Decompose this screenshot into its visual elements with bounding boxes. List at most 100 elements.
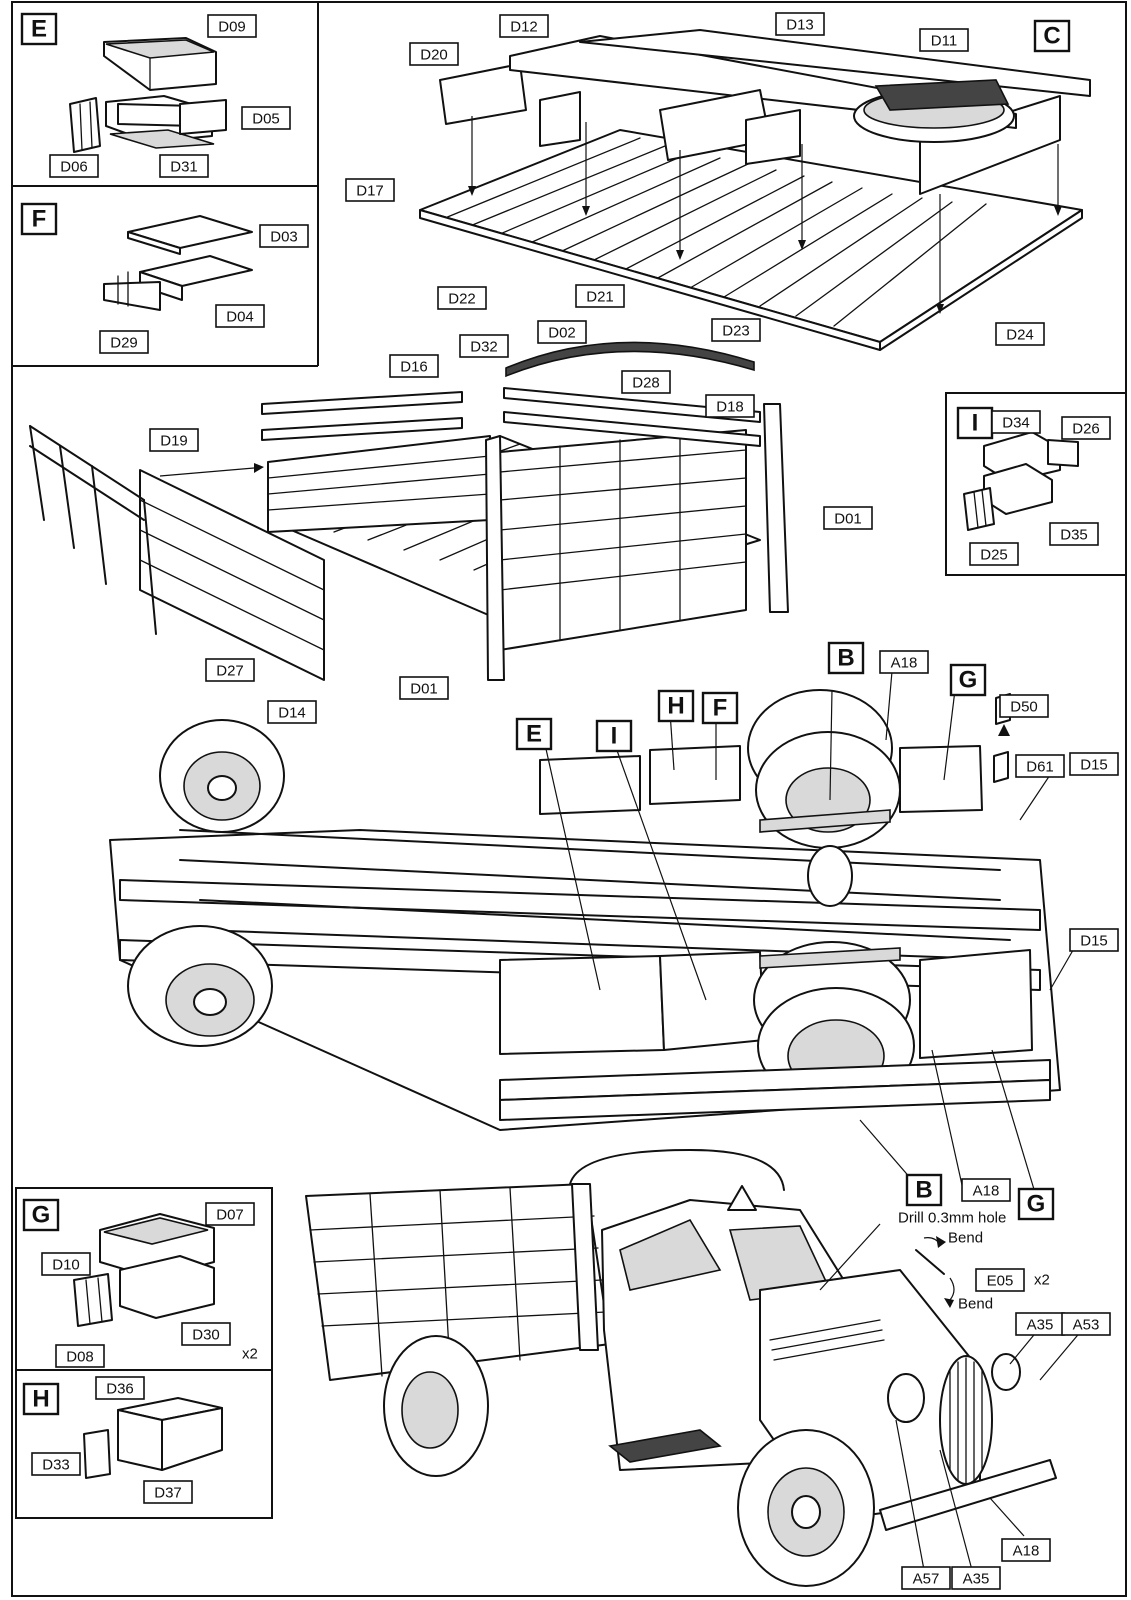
part-label-box — [459, 334, 509, 358]
part-label-box — [1061, 416, 1111, 440]
part-label-box — [711, 318, 761, 342]
part-label-box — [575, 284, 625, 308]
part-label: D13 — [786, 17, 814, 34]
step-letter-box — [827, 641, 865, 675]
step-letter-box — [701, 691, 739, 725]
part-label: E05 — [987, 1273, 1014, 1290]
part-label: D16 — [400, 359, 428, 376]
part-label-box — [41, 1252, 91, 1276]
step-letter: G — [1027, 1191, 1046, 1218]
step-letter: G — [959, 667, 978, 694]
part-label-box — [975, 1268, 1025, 1292]
part-label-box — [181, 1322, 231, 1346]
part-label-box — [345, 178, 395, 202]
part-label: D09 — [218, 19, 246, 36]
part-label-box — [149, 428, 199, 452]
part-label-box — [437, 286, 487, 310]
inset-f: F — [20, 202, 253, 311]
bed-floor-drawing — [419, 29, 1091, 351]
part-label-box — [919, 28, 969, 52]
part-label-box — [99, 330, 149, 354]
part-label: A57 — [913, 1571, 940, 1588]
part-label: A35 — [963, 1571, 990, 1588]
part-label: A53 — [1073, 1317, 1100, 1334]
step-letter-box — [515, 717, 553, 751]
part-label: D34 — [1002, 415, 1030, 432]
step-letter: B — [915, 1177, 932, 1204]
front-wheel-bottom — [127, 925, 273, 1047]
inset-i: I — [956, 406, 1079, 531]
part-label-box — [55, 1344, 105, 1368]
step-letter-box — [1017, 1187, 1055, 1221]
part-label: D03 — [270, 229, 298, 246]
part-label-box — [961, 1178, 1011, 1202]
part-label-box — [1001, 1538, 1051, 1562]
step-letter: H — [667, 693, 684, 720]
part-label-box — [969, 542, 1019, 566]
part-label-box — [399, 676, 449, 700]
part-label-box — [241, 106, 291, 130]
part-label: D04 — [226, 309, 254, 326]
part-label-box — [259, 224, 309, 248]
part-label: D05 — [252, 111, 280, 128]
part-label: D35 — [1060, 527, 1088, 544]
part-label: D25 — [980, 547, 1008, 564]
part-label: A18 — [973, 1183, 1000, 1200]
inset-e: E — [20, 12, 227, 153]
step-letter: B — [837, 645, 854, 672]
part-label: D08 — [66, 1349, 94, 1366]
frames — [11, 1, 1127, 1597]
part-label-box — [207, 14, 257, 38]
step-letter-box — [657, 689, 695, 723]
part-label: D26 — [1072, 421, 1100, 438]
part-label: D31 — [170, 159, 198, 176]
final-rear-wheel — [383, 1335, 489, 1477]
part-label: D02 — [548, 325, 576, 342]
part-label-box — [49, 154, 99, 178]
part-label: D50 — [1010, 699, 1038, 716]
part-label-box — [143, 1480, 193, 1504]
part-label-box — [267, 700, 317, 724]
part-label-box — [1069, 752, 1119, 776]
part-label: D32 — [470, 339, 498, 356]
part-label: D33 — [42, 1457, 70, 1474]
part-label-box — [499, 14, 549, 38]
part-label-box — [1015, 754, 1065, 778]
part-label-box — [999, 694, 1049, 718]
inset-i-letter: I — [972, 410, 979, 437]
part-label-box — [389, 354, 439, 378]
part-label: D22 — [448, 291, 476, 308]
step-letter-box — [595, 719, 633, 753]
inset-g-letter: G — [32, 1202, 51, 1229]
final-front-wheel — [737, 1429, 875, 1587]
part-label: D12 — [510, 19, 538, 36]
part-label: A18 — [891, 655, 918, 672]
bend-note: Bend — [948, 1230, 983, 1247]
part-label: D10 — [52, 1257, 80, 1274]
cargo-body-drawing — [29, 341, 789, 681]
part-label-box — [205, 1202, 255, 1226]
part-label: D30 — [192, 1327, 220, 1344]
chassis-drawing — [109, 659, 1077, 1197]
inset-g: G x2 — [22, 1198, 258, 1363]
part-label-box — [95, 1376, 145, 1400]
part-label: D36 — [106, 1381, 134, 1398]
part-label: D21 — [586, 289, 614, 306]
part-label: D18 — [716, 399, 744, 416]
drill-note: Drill 0.3mm hole — [898, 1210, 1006, 1227]
part-label: D11 — [931, 33, 957, 50]
inset-g-quantity: x2 — [242, 1346, 258, 1363]
part-label: D24 — [1006, 327, 1034, 344]
step-letter-box — [1033, 19, 1071, 53]
part-label-box — [995, 322, 1045, 346]
part-label-box — [951, 1566, 1001, 1590]
part-label: D06 — [60, 159, 88, 176]
step-letter: I — [611, 723, 618, 750]
part-label: D61 — [1026, 759, 1054, 776]
part-label-box — [31, 1452, 81, 1476]
part-label: D29 — [110, 335, 138, 352]
